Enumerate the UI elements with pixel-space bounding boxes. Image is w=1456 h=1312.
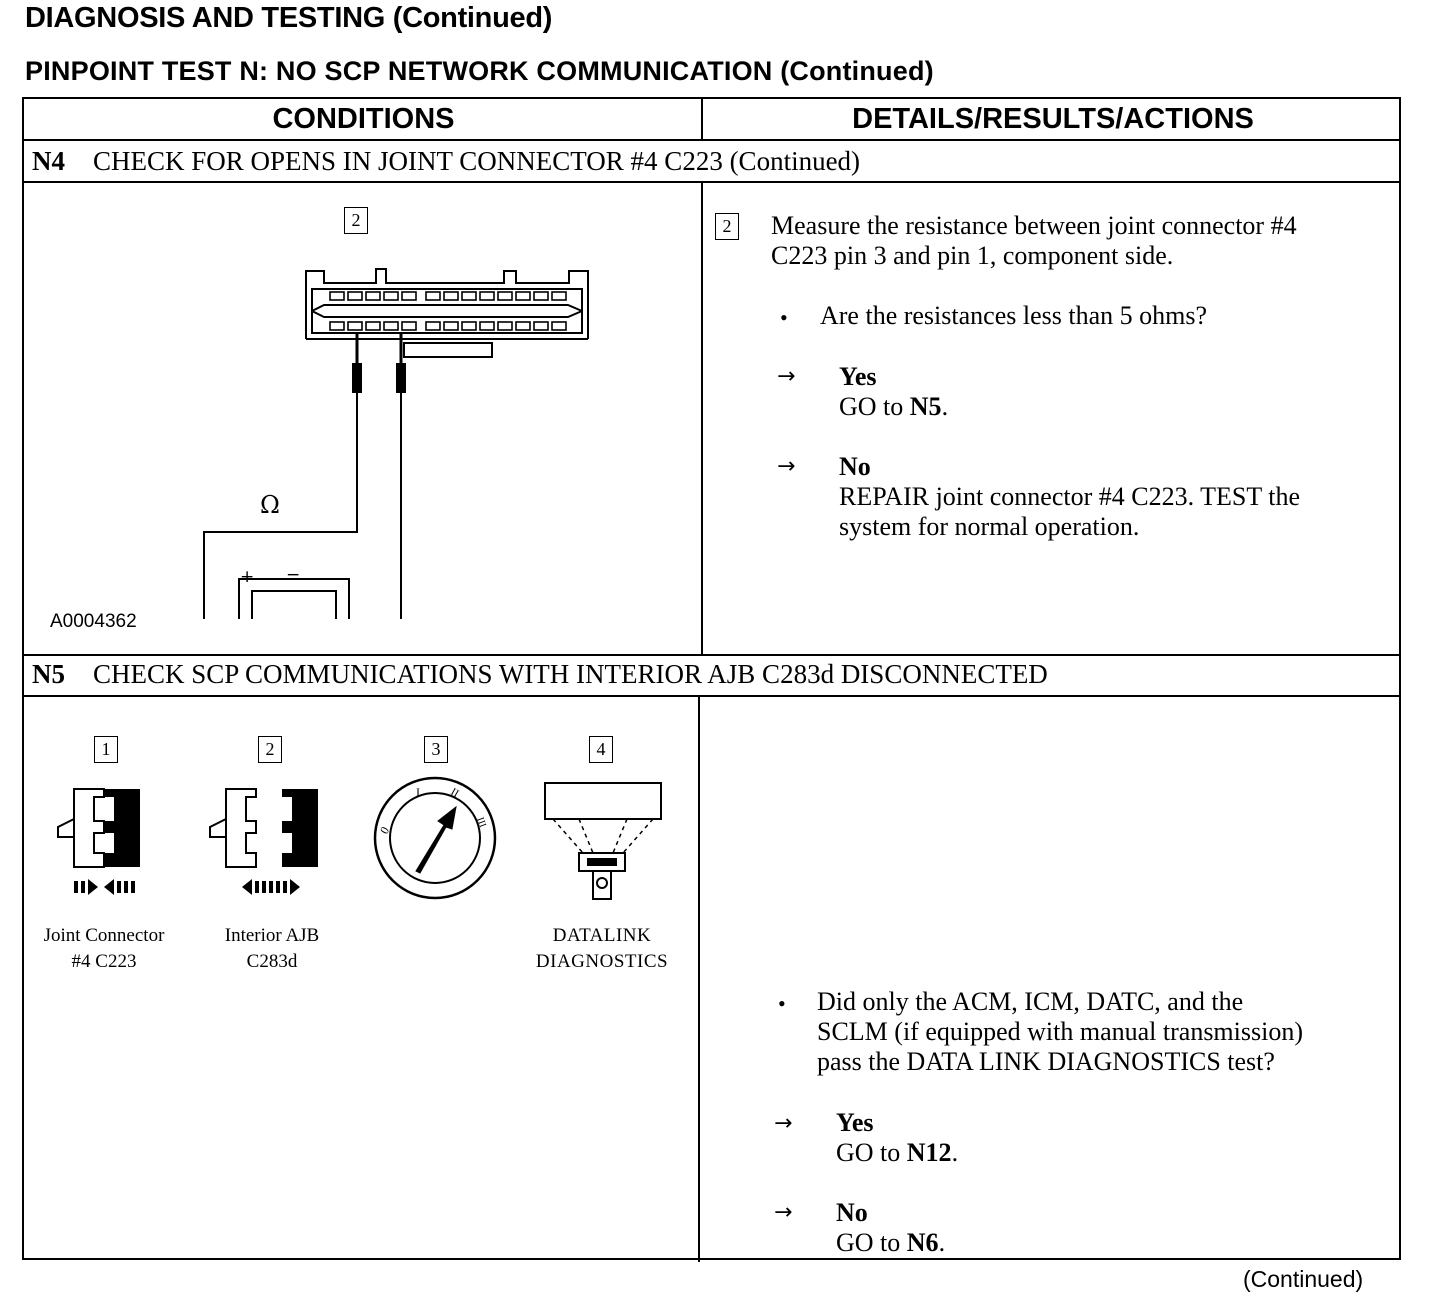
goto-n12-link[interactable]: N12	[906, 1138, 952, 1167]
figure-3-number: 3	[424, 736, 448, 763]
goto-n6-link[interactable]: N6	[906, 1228, 939, 1257]
header-divider	[701, 99, 703, 141]
row-divider	[24, 695, 1399, 697]
no-action: GO to N6.	[836, 1228, 946, 1257]
test-probes	[352, 333, 406, 393]
bullet-icon: •	[780, 305, 788, 330]
continued-label: (Continued)	[1243, 1266, 1364, 1292]
row-divider	[24, 139, 1399, 141]
figure-1-caption: Joint Connector#4 C223	[43, 925, 165, 972]
yes-label: Yes	[836, 1108, 874, 1137]
figure-4-number: 4	[589, 736, 613, 763]
conditions-header: CONDITIONS	[272, 103, 455, 135]
yes-action: GO to N5.	[839, 392, 949, 421]
plus-terminal: +	[240, 567, 255, 587]
ohmmeter-icon	[238, 578, 350, 619]
connector-disconnect-icon	[209, 788, 318, 895]
goto-n5-link[interactable]: N5	[909, 392, 942, 421]
question-line: Did only the ACM, ICM, DATC, and the	[817, 987, 1244, 1016]
action-instruction: Measure the resistance between joint con…	[771, 211, 1297, 271]
no-action-line: REPAIR joint connector #4 C223. TEST the	[839, 482, 1301, 511]
figure-1-number: 1	[94, 736, 118, 763]
step-n5-id: N5	[32, 659, 65, 689]
no-action-line: system for normal operation.	[839, 512, 1140, 541]
figure-id: A0004362	[50, 611, 137, 632]
datalink-tool-icon	[544, 782, 662, 900]
arrow-icon: →	[774, 1200, 793, 1225]
arrow-icon: →	[777, 454, 796, 479]
column-divider	[698, 695, 700, 1262]
arrow-icon: →	[777, 364, 796, 389]
step-n4-text: CHECK FOR OPENS IN JOINT CONNECTOR #4 C2…	[93, 146, 861, 176]
action-line: C223 pin 3 and pin 1, component side.	[771, 241, 1174, 270]
step-n4-id: N4	[32, 146, 65, 176]
step-n4-title: N4 CHECK FOR OPENS IN JOINT CONNECTOR #4 …	[32, 146, 860, 177]
ohm-symbol: Ω	[260, 491, 280, 519]
figure-step-number: 2	[344, 207, 368, 234]
connector-connect-icon	[57, 788, 140, 895]
row-divider	[24, 181, 1399, 183]
ohmmeter-diagram	[203, 268, 589, 619]
question-line: pass the DATA LINK DIAGNOSTICS test?	[817, 1047, 1275, 1076]
ignition-switch-icon	[373, 776, 497, 900]
connector-c223-icon	[305, 268, 589, 358]
meter-leads	[203, 393, 402, 619]
question-line: SCLM (if equipped with manual transmissi…	[817, 1017, 1304, 1046]
ignition-acc-position: I	[416, 785, 420, 799]
connector-pins	[329, 291, 567, 331]
figure-2-number: 2	[258, 736, 282, 763]
row-divider	[24, 654, 1399, 656]
question-text: Did only the ACM, ICM, DATC, and the SCL…	[817, 987, 1303, 1077]
result-no: No REPAIR joint connector #4 C223. TEST …	[839, 452, 1300, 542]
column-divider	[701, 181, 703, 655]
pinpoint-test-title: PINPOINT TEST N: NO SCP NETWORK COMMUNIC…	[25, 56, 934, 86]
step-n5-text: CHECK SCP COMMUNICATIONS WITH INTERIOR A…	[93, 659, 1048, 689]
result-no: No GO to N6.	[836, 1198, 945, 1258]
no-label: No	[839, 452, 871, 481]
minus-terminal: −	[286, 565, 301, 585]
page-title: DIAGNOSIS AND TESTING (Continued)	[25, 2, 553, 34]
action-line: Measure the resistance between joint con…	[771, 211, 1297, 240]
yes-label: Yes	[839, 362, 877, 391]
step-n5-title: N5 CHECK SCP COMMUNICATIONS WITH INTERIOR…	[32, 659, 1048, 690]
details-header: DETAILS/RESULTS/ACTIONS	[852, 103, 1254, 135]
question-text: Are the resistances less than 5 ohms?	[820, 301, 1208, 330]
result-yes: Yes GO to N5.	[839, 362, 948, 422]
action-step-number: 2	[715, 213, 739, 240]
yes-action: GO to N12.	[836, 1138, 959, 1167]
bullet-icon: •	[778, 991, 786, 1016]
result-yes: Yes GO to N12.	[836, 1108, 958, 1168]
arrow-icon: →	[774, 1111, 793, 1136]
no-label: No	[836, 1198, 868, 1227]
